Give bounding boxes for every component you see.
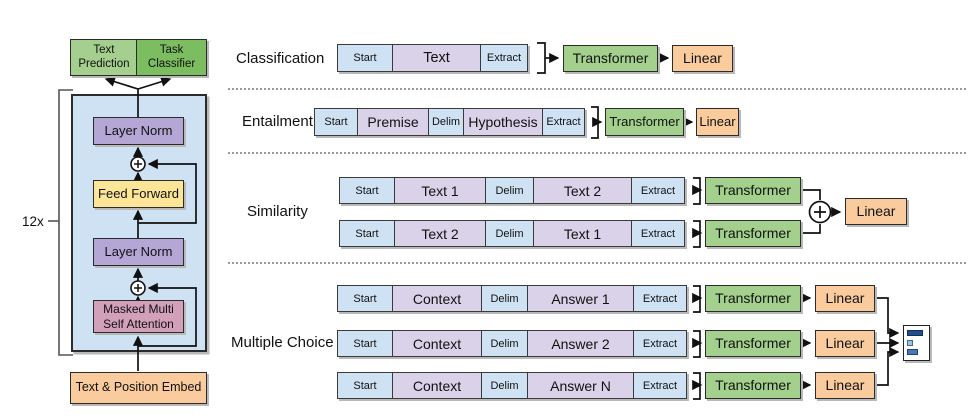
token-extract: Extract [631,177,685,204]
token-extract: Extract [631,220,685,247]
token-answerN: Answer N [526,372,635,399]
token-delim: Delim [485,177,534,204]
token-delim: Delim [428,108,464,136]
token-start: Start [339,177,395,204]
transformer-box: Transformer [605,108,684,136]
token-answer1: Answer 1 [526,285,635,312]
token-hypothesis: Hypothesis [462,108,544,136]
transformer-box: Transformer [705,220,801,247]
repeat-count-label: 12x [22,214,44,229]
section-separator [228,262,966,264]
section-separator [228,88,966,90]
section-label-classification: Classification [236,50,325,67]
transformer-box: Transformer [705,285,801,312]
token-start: Start [337,372,393,399]
token-text1: Text 1 [393,177,487,204]
embed-box: Text & Position Embed [70,372,207,404]
layer-norm-top-box: Layer Norm [93,117,184,145]
distribution-bar-short [907,340,913,346]
token-start: Start [339,220,395,247]
token-text: Text [391,44,482,72]
token-extract: Extract [542,108,585,136]
linear-box: Linear [696,108,739,136]
token-start: Start [337,44,393,72]
multiple-choice-token-row-3: Start Context Delim Answer N Extract [337,372,687,399]
token-start: Start [314,108,358,136]
token-delim: Delim [481,372,528,399]
token-extract: Extract [633,330,687,357]
token-text2: Text 2 [532,177,633,204]
classification-token-row: Start Text Extract [337,44,528,72]
similarity-add-icon [808,200,832,224]
linear-box: Linear [672,45,733,72]
feed-forward-box: Feed Forward [93,180,184,208]
layer-norm-bottom-box: Layer Norm [93,238,184,266]
masked-attention-box: Masked Multi Self Attention [93,300,184,333]
similarity-token-row-1: Start Text 1 Delim Text 2 Extract [339,177,685,204]
transformer-box: Transformer [705,372,801,399]
linear-box: Linear [815,330,875,357]
masked-attention-line2: Self Attention [103,316,174,331]
token-extract: Extract [633,285,687,312]
task-classifier-box: Task Classifier [136,39,207,76]
linear-box: Linear [845,198,907,225]
repeat-bracket [48,89,73,356]
token-delim: Delim [485,220,534,247]
transformer-box: Transformer [705,177,801,204]
token-context: Context [391,372,483,399]
text-prediction-box: Text Prediction [70,39,138,76]
distribution-bar-long [907,330,923,336]
token-premise: Premise [356,108,430,136]
output-heads: Text Prediction Task Classifier [70,39,207,76]
token-extract: Extract [633,372,687,399]
section-label-similarity: Similarity [247,203,308,220]
linear-box: Linear [815,285,875,312]
token-context: Context [391,330,483,357]
linear-box: Linear [815,372,875,399]
multiple-choice-token-row-1: Start Context Delim Answer 1 Extract [337,285,687,312]
token-delim: Delim [481,330,528,357]
masked-attention-line1: Masked Multi [103,301,174,316]
token-text2: Text 2 [393,220,487,247]
token-extract: Extract [480,44,528,72]
transformer-box: Transformer [563,45,658,72]
token-answer2: Answer 2 [526,330,635,357]
similarity-token-row-2: Start Text 2 Delim Text 1 Extract [339,220,685,247]
entailment-token-row: Start Premise Delim Hypothesis Extract [314,108,585,136]
distribution-bar-medium [907,349,918,355]
transformer-box: Transformer [705,330,801,357]
token-text1: Text 1 [532,220,633,247]
token-context: Context [391,285,483,312]
section-label-entailment: Entailment [242,113,313,130]
token-start: Start [337,285,393,312]
token-delim: Delim [481,285,528,312]
token-start: Start [337,330,393,357]
section-separator [228,152,966,154]
section-label-multiple-choice: Multiple Choice [231,334,334,351]
multiple-choice-token-row-2: Start Context Delim Answer 2 Extract [337,330,687,357]
